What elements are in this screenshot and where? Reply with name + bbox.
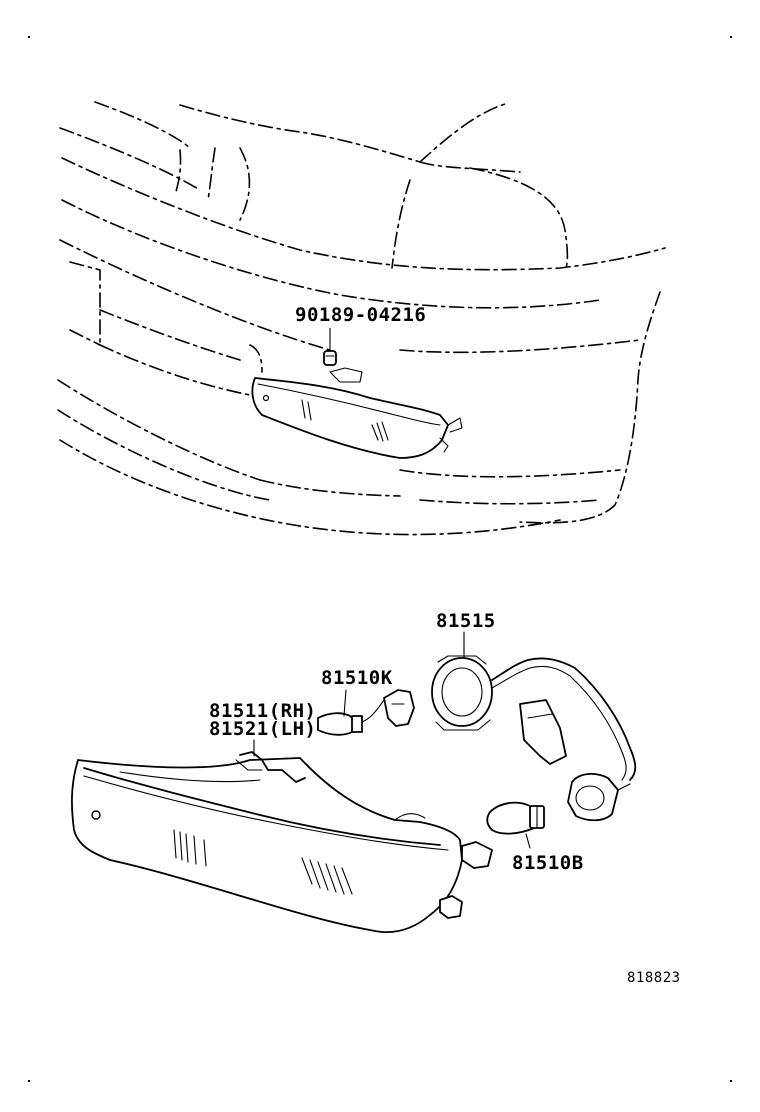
label-lamp-rh: 81511(RH) [209, 700, 317, 722]
corner-mark [730, 36, 732, 38]
label-signal-bulb: 81510B [512, 852, 584, 874]
corner-mark [28, 36, 30, 38]
side-marker-bulb [317, 689, 415, 736]
retainer-clip-top [323, 350, 337, 366]
turn-lamp-installed [251, 367, 463, 459]
label-lamp-lh: 81521(LH) [209, 718, 317, 740]
corner-mark [28, 1080, 30, 1082]
vehicle-bumper-outline [57, 101, 666, 536]
bulb-socket-harness [431, 655, 637, 822]
corner-mark [730, 1080, 732, 1082]
illustration-number: 818823 [627, 970, 681, 986]
turn-lamp-assembly [71, 751, 493, 934]
turn-signal-bulb [486, 801, 545, 835]
label-socket: 81515 [436, 610, 496, 632]
leader-signal-bulb [525, 833, 531, 849]
label-retainer: 90189-04216 [295, 304, 427, 326]
leader-side-bulb [343, 689, 347, 717]
label-side-bulb: 81510K [321, 667, 393, 689]
